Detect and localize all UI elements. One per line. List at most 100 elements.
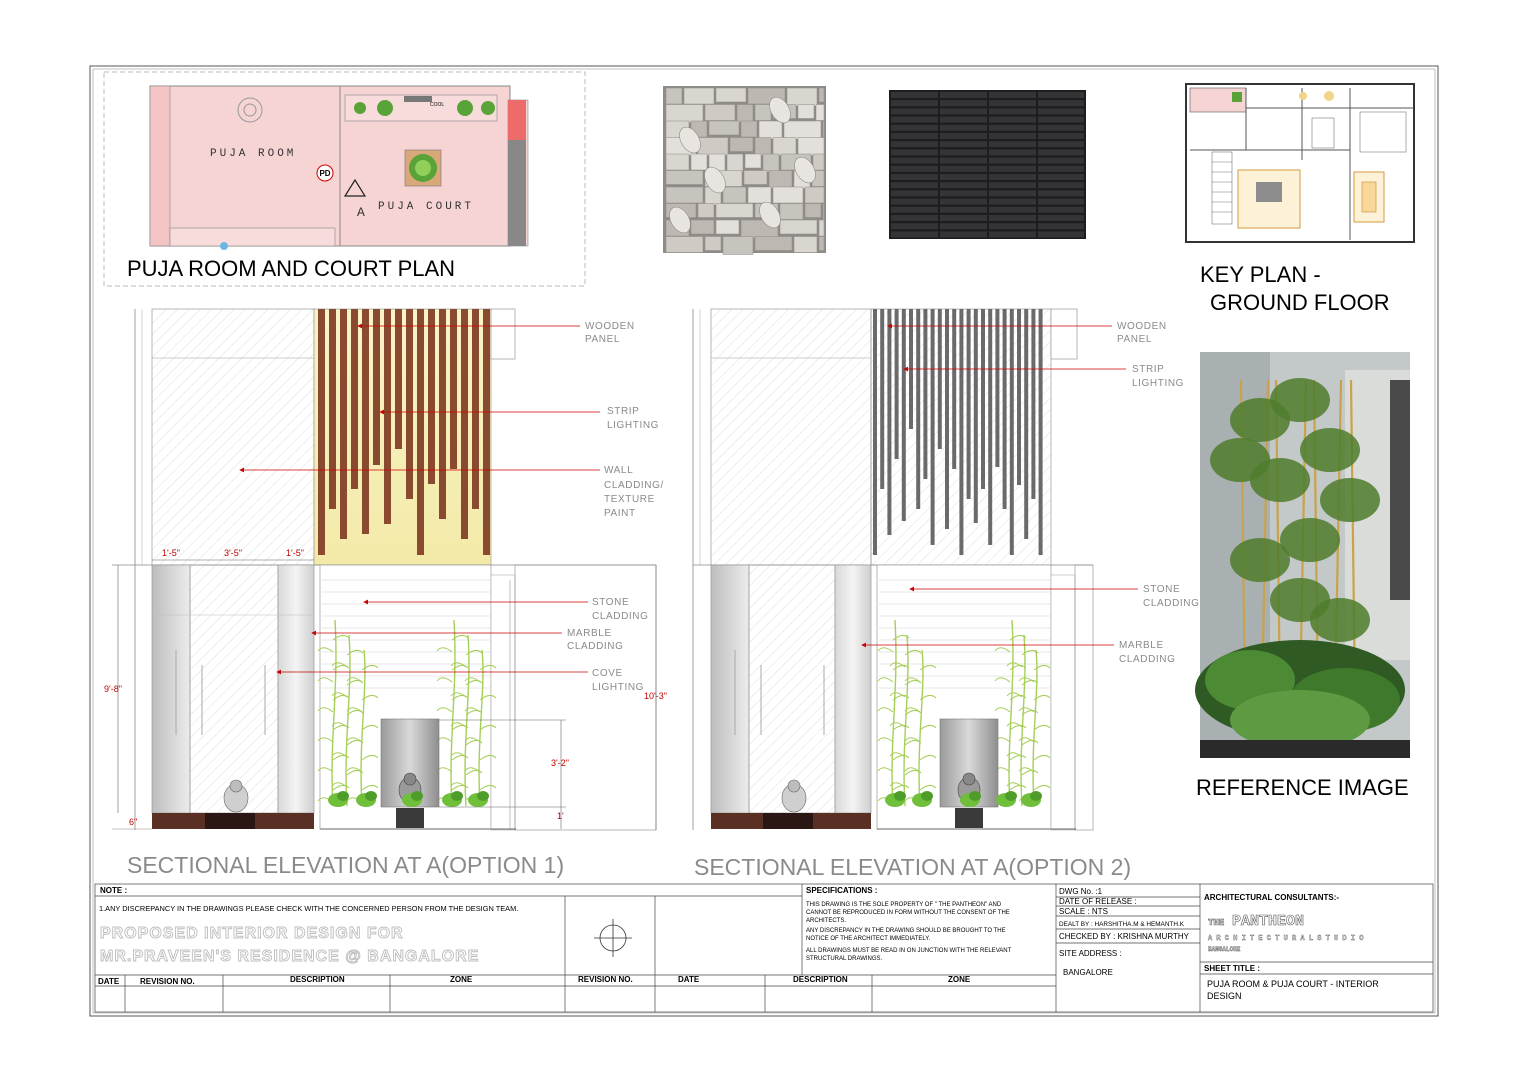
ann-marble-cladding-1: CLADDING bbox=[567, 641, 623, 652]
ann-wall-1: WALL bbox=[604, 465, 633, 476]
strip-light bbox=[1002, 309, 1007, 509]
bamboo-leaf bbox=[889, 722, 906, 728]
slate-strip bbox=[891, 133, 938, 139]
shrub bbox=[969, 791, 981, 801]
project-title-line2: MR.PRAVEEN'S RESIDENCE @ BANGALORE bbox=[100, 948, 479, 965]
stone-tile bbox=[722, 236, 754, 255]
slate-strip bbox=[891, 231, 938, 238]
slate-strip bbox=[891, 198, 938, 205]
stone-tile bbox=[754, 236, 793, 251]
wooden-strip bbox=[461, 309, 468, 539]
slate-strip bbox=[989, 198, 1036, 205]
bamboo-leaf bbox=[450, 692, 467, 698]
wooden-strip bbox=[318, 309, 325, 555]
slate-strip bbox=[891, 149, 938, 156]
stone-tile bbox=[704, 236, 722, 251]
bamboo-leaf bbox=[1033, 784, 1051, 791]
sheet-title-label: SHEET TITLE : bbox=[1204, 964, 1260, 973]
slate-strip bbox=[989, 141, 1036, 148]
bamboo-stem bbox=[903, 634, 909, 807]
bamboo-leaf bbox=[436, 707, 453, 713]
strip-light bbox=[894, 309, 899, 459]
slate-strip bbox=[891, 141, 938, 148]
slate-strip bbox=[940, 206, 987, 213]
strip-light bbox=[1017, 309, 1021, 485]
bamboo-leaf bbox=[919, 664, 937, 671]
bamboo-leaf bbox=[450, 782, 467, 788]
puja-plan: COOL PD A PUJA ROOM PUJA COURT PUJA ROOM… bbox=[103, 71, 586, 287]
wooden-strip bbox=[384, 309, 391, 524]
bamboo-leaf bbox=[451, 694, 469, 701]
plan-shrub-4 bbox=[354, 102, 366, 114]
bamboo-foliage bbox=[1270, 378, 1330, 422]
ann-marble-cladding-2: CLADDING bbox=[1119, 654, 1175, 665]
ann-panel-1: PANEL bbox=[585, 334, 620, 345]
slate-strip bbox=[940, 174, 987, 180]
shrub bbox=[411, 791, 423, 801]
sheet-title-line1: PUJA ROOM & PUJA COURT - INTERIOR bbox=[1207, 979, 1379, 989]
strip-light bbox=[952, 309, 957, 469]
stone-tile bbox=[690, 219, 715, 235]
slate-strip bbox=[989, 108, 1036, 115]
bamboo-leaf bbox=[904, 707, 921, 713]
slate-strip bbox=[891, 223, 938, 230]
plan-shrub-1 bbox=[377, 100, 393, 116]
slate-strip bbox=[891, 108, 938, 115]
slate-strip bbox=[940, 116, 987, 123]
bamboo-leaf bbox=[464, 677, 481, 683]
stone-tile bbox=[822, 203, 825, 222]
dwg-number: DWG No. :1 bbox=[1059, 887, 1103, 896]
stone-tile bbox=[779, 203, 804, 220]
stone-tile bbox=[708, 120, 740, 136]
bamboo-leaf bbox=[465, 769, 483, 776]
slate-strip bbox=[989, 157, 1036, 164]
rev-header-zone-right: ZONE bbox=[948, 975, 971, 984]
bamboo-leaf bbox=[1021, 709, 1039, 716]
bamboo-leaf bbox=[317, 737, 334, 743]
slate-strip bbox=[891, 190, 938, 197]
plan-plant bbox=[404, 149, 442, 187]
bamboo-leaf bbox=[904, 709, 922, 716]
bamboo-leaf bbox=[332, 754, 350, 761]
dim-label-height-5: 6" bbox=[129, 817, 137, 827]
rev-header-revision-right: REVISION NO. bbox=[578, 975, 633, 984]
wooden-strip bbox=[417, 309, 424, 555]
wooden-strip bbox=[340, 309, 347, 539]
slate-strip bbox=[1038, 157, 1084, 164]
bamboo-leaf bbox=[451, 784, 469, 791]
scale: SCALE : NTS bbox=[1059, 907, 1108, 916]
spec-line-2b: NOTICE OF THE ARCHITECT IMMEDIATELY. bbox=[806, 936, 930, 942]
slate-strip bbox=[989, 231, 1036, 238]
bamboo-leaf bbox=[464, 737, 481, 743]
ann-cove-lighting-1: LIGHTING bbox=[592, 682, 644, 693]
stone-tile bbox=[704, 104, 736, 121]
wooden-strip bbox=[395, 309, 402, 449]
ann-paint-1: PAINT bbox=[604, 508, 636, 519]
dimension-lines-1 bbox=[117, 559, 657, 830]
bamboo-foliage bbox=[1230, 538, 1290, 582]
slate-strip bbox=[940, 215, 987, 221]
slate-strip bbox=[1038, 174, 1084, 180]
bamboo-leaf bbox=[919, 694, 937, 701]
shrub bbox=[477, 791, 489, 801]
bamboo-leaf bbox=[331, 782, 348, 788]
stone-tile bbox=[783, 120, 822, 140]
date-of-release: DATE OF RELEASE : bbox=[1059, 897, 1137, 906]
slate-strip bbox=[1038, 206, 1084, 213]
pd-tag-text: PD bbox=[319, 169, 330, 178]
dim-label-1: 1'-5" bbox=[162, 548, 180, 558]
stone-tile bbox=[722, 186, 747, 204]
bamboo-leaf bbox=[450, 662, 467, 668]
project-title-line1: PROPOSED INTERIOR DESIGN FOR bbox=[100, 925, 404, 942]
bamboo-leaf bbox=[317, 647, 334, 653]
pantheon-logo: THE PANTHEON A R C H I T E C T U R A L S… bbox=[1208, 913, 1364, 954]
bamboo-leaf bbox=[892, 634, 910, 641]
bamboo-leaf bbox=[1009, 634, 1027, 641]
ann-lighting-2: LIGHTING bbox=[1132, 378, 1184, 389]
bamboo-leaf bbox=[332, 634, 350, 641]
stone-tile bbox=[729, 137, 754, 152]
key-plan-image bbox=[1178, 78, 1420, 248]
bamboo-leaf bbox=[450, 752, 467, 758]
slate-strip bbox=[940, 100, 987, 107]
bamboo-leaf bbox=[1006, 662, 1023, 668]
